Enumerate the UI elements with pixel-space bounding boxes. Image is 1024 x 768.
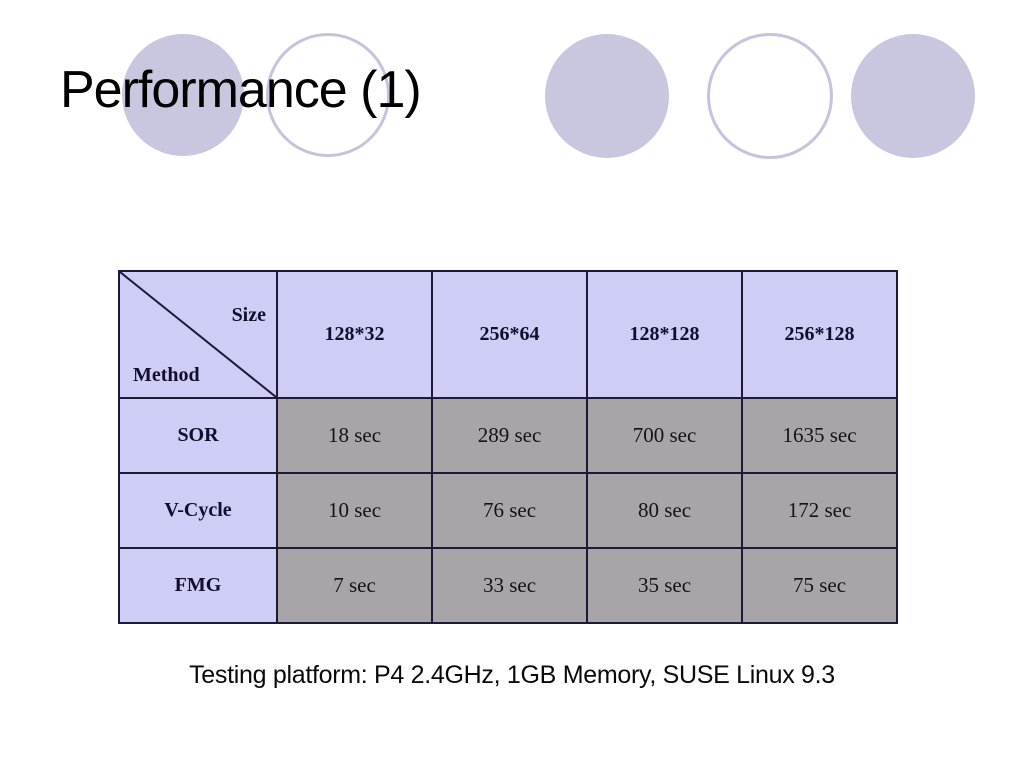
diagonal-divider-line [120,272,276,397]
performance-table: Size Method 128*32 256*64 128*128 256*12… [118,270,898,624]
row-header-vcycle: V-Cycle [118,472,278,549]
decorative-circle-filled [851,34,975,158]
data-cell: 1635 sec [741,397,898,474]
data-cell: 80 sec [586,472,743,549]
row-header-sor: SOR [118,397,278,474]
table-row-fmg: FMG 7 sec 33 sec 35 sec 75 sec [118,547,898,624]
decorative-circle-outlined [707,33,833,159]
column-header-256x64: 256*64 [431,270,588,399]
data-cell: 35 sec [586,547,743,624]
column-header-256x128: 256*128 [741,270,898,399]
data-cell: 75 sec [741,547,898,624]
table-row-vcycle: V-Cycle 10 sec 76 sec 80 sec 172 sec [118,472,898,549]
corner-method-label: Method [133,364,200,386]
table-corner-cell: Size Method [118,270,278,399]
testing-platform-caption: Testing platform: P4 2.4GHz, 1GB Memory,… [189,661,835,689]
column-header-128x32: 128*32 [276,270,433,399]
data-cell: 172 sec [741,472,898,549]
decorative-circle-outlined [266,33,390,157]
table-header-row: Size Method 128*32 256*64 128*128 256*12… [118,270,898,399]
column-header-128x128: 128*128 [586,270,743,399]
data-cell: 700 sec [586,397,743,474]
data-cell: 7 sec [276,547,433,624]
decorative-circle-filled [545,34,669,158]
row-header-fmg: FMG [118,547,278,624]
data-cell: 18 sec [276,397,433,474]
data-cell: 10 sec [276,472,433,549]
decorative-circle-filled [122,34,244,156]
table-row-sor: SOR 18 sec 289 sec 700 sec 1635 sec [118,397,898,474]
corner-size-label: Size [231,304,266,326]
slide-title: Performance (1) [60,61,422,119]
data-cell: 76 sec [431,472,588,549]
data-cell: 33 sec [431,547,588,624]
data-cell: 289 sec [431,397,588,474]
